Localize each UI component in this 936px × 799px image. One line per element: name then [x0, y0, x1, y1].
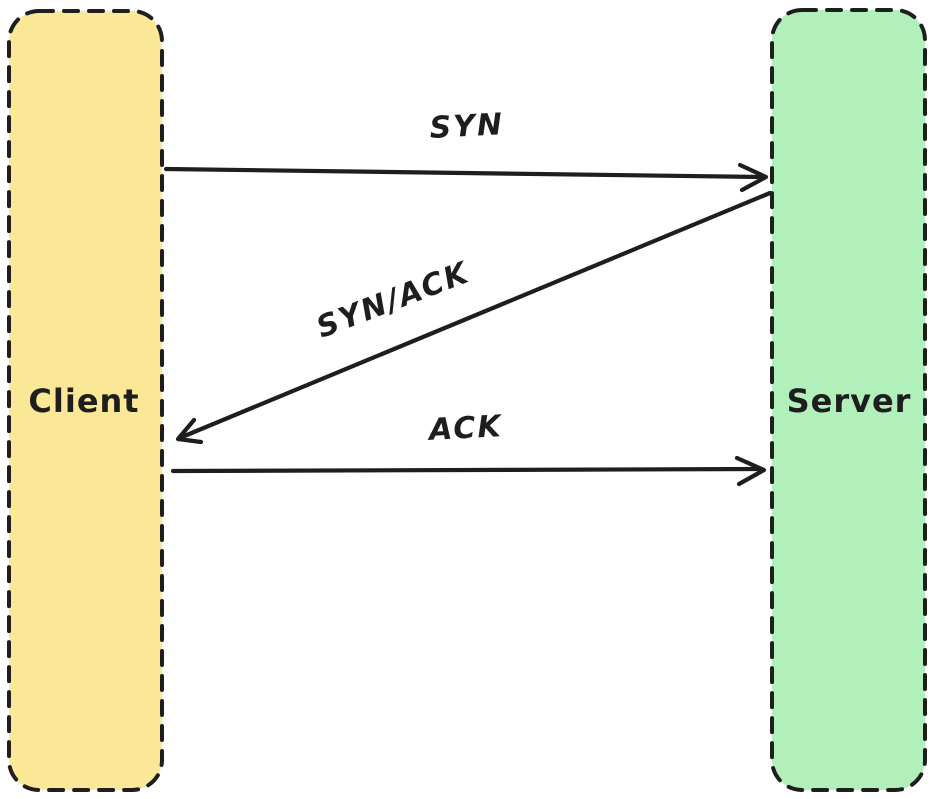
message-arrow-syn[interactable]: SYN	[163, 107, 769, 193]
client-node-label: Client	[28, 382, 139, 420]
syn-ack-arrow-line[interactable]	[179, 190, 773, 440]
client-node-shape[interactable]	[7, 9, 164, 792]
syn-arrow-line[interactable]	[163, 166, 765, 180]
message-arrow-ack[interactable]: ACK	[170, 409, 767, 487]
server-node[interactable]: Server	[770, 8, 927, 792]
syn-arrowhead	[737, 162, 769, 193]
server-node-shape[interactable]	[770, 8, 927, 792]
syn-ack-message-label: SYN/ACK	[312, 255, 476, 346]
syn-message-label: SYN	[429, 107, 505, 146]
client-node[interactable]: Client	[7, 9, 164, 792]
ack-message-label: ACK	[426, 409, 504, 448]
message-arrow-syn-ack[interactable]: SYN/ACK	[175, 190, 773, 445]
ack-arrow-line[interactable]	[170, 466, 763, 474]
server-node-label: Server	[787, 382, 912, 420]
ack-arrowhead	[734, 455, 767, 487]
syn-ack-arrowhead	[175, 417, 204, 445]
